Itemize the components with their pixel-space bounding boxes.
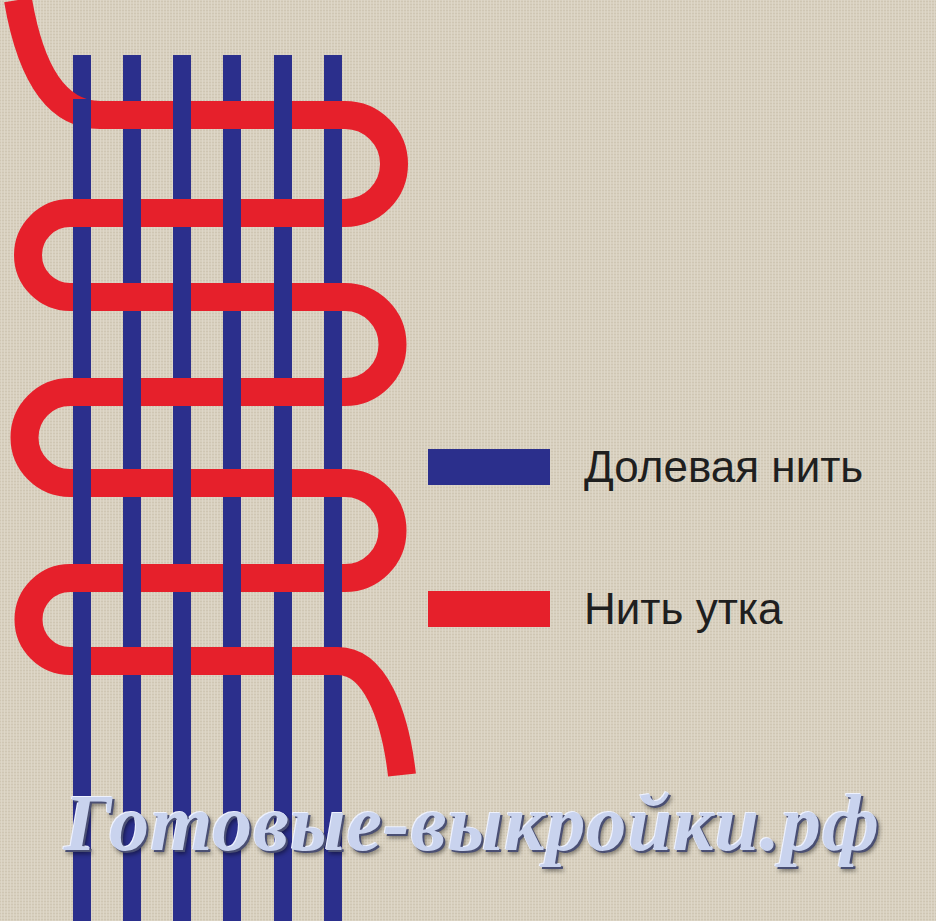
warp-over-weft — [73, 281, 91, 313]
warp-over-weft — [274, 467, 292, 499]
warp-over-weft — [123, 376, 141, 408]
warp-over-weft — [324, 197, 342, 229]
legend-text: Нить утка — [584, 584, 783, 634]
warp-over-weft — [223, 197, 241, 229]
warp-over-weft — [173, 281, 191, 313]
legend-row: Долевая нить — [428, 442, 863, 492]
warp-over-weft — [274, 645, 292, 677]
legend-row: Нить утка — [428, 584, 783, 634]
warp-over-weft — [324, 562, 342, 594]
watermark: Готовые-выкройки.рф — [64, 778, 880, 869]
warp-over-weft — [274, 281, 292, 313]
warp-over-weft — [123, 562, 141, 594]
legend-swatch — [428, 449, 550, 485]
warp-over-weft — [223, 562, 241, 594]
warp-over-weft — [73, 645, 91, 677]
warp-over-weft — [173, 645, 191, 677]
legend-text: Долевая нить — [584, 442, 863, 492]
legend-swatch — [428, 591, 550, 627]
warp-over-weft — [324, 376, 342, 408]
warp-over-weft — [223, 376, 241, 408]
weft-thread — [18, 0, 402, 775]
warp-over-weft — [173, 99, 191, 131]
warp-over-weft — [173, 467, 191, 499]
warp-over-weft — [73, 467, 91, 499]
warp-over-weft — [274, 99, 292, 131]
warp-over-weft — [73, 99, 91, 131]
warp-crossings — [73, 99, 342, 677]
warp-over-weft — [123, 197, 141, 229]
